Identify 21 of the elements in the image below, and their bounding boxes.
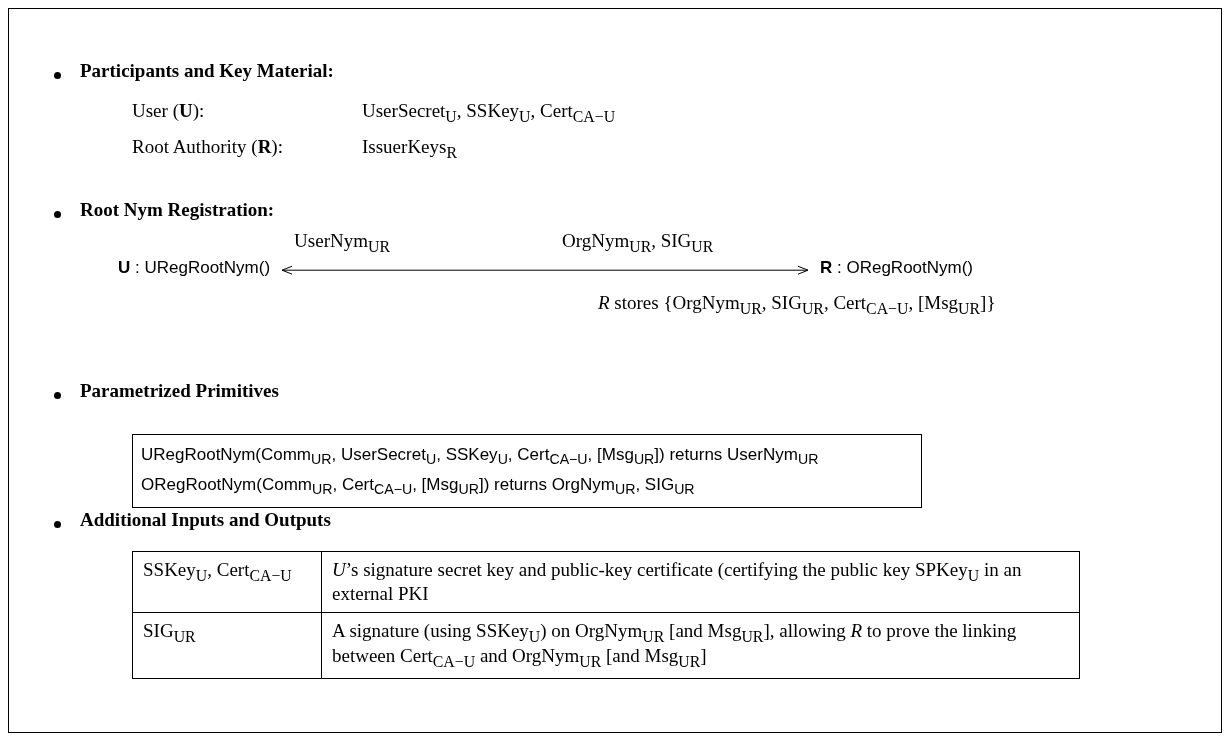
participant-label: Root Authority (R): (132, 136, 283, 159)
participant-label: User (U): (132, 100, 205, 123)
edge-label: UserNym$_{UR}$ (294, 230, 390, 257)
section-heading: Parametrized Primitives (80, 380, 279, 403)
table-description-cell: A signature (using SSKey$_{U}$) on OrgNym$_{UR}$ [and Msg$_{UR}$], allowing R to prove the linking between Cert$_{CA−U}$ and OrgNym$_{UR}$ [and Msg$_{UR}$] (321, 612, 1080, 679)
primitive-signature: ORegRootNym(Comm$_{UR}$, Cert$_{CA−U}$, [Msg$_{UR}$]) returns OrgNym$_{UR}$, SIG$_{UR}$ (141, 474, 696, 500)
key-material-text: UserSecret$_{U}$, SSKey$_{U}$, Cert$_{CA−U}$ (362, 100, 616, 127)
message-label: OrgNym$_{UR}$, SIG$_{UR}$ (562, 230, 714, 257)
party-label: U : URegRootNym() (118, 258, 271, 279)
primitives-box (132, 434, 922, 509)
key-material-text: IssuerKeys$_{R}$ (362, 136, 457, 163)
double-arrow (281, 265, 809, 275)
section-heading: Root Nym Registration: (80, 199, 275, 222)
section-heading: Participants and Key Material: (80, 60, 334, 83)
table-key-cell: SIG$_{UR}$ (132, 612, 322, 679)
storage-note: R stores {OrgNym$_{UR}$, SIG$_{UR}$, Cert$_{CA−U}$, [Msg$_{UR}$]} (598, 292, 996, 319)
party-label: R : ORegRootNym() (820, 258, 974, 279)
table-description-cell: U’s signature secret key and public-key certificate (certifying the public key SPKey$_{U}$ in an external PKI (321, 551, 1080, 613)
section-heading: Additional Inputs and Outputs (80, 509, 331, 532)
table-key-cell: SSKey$_{U}$, Cert$_{CA−U}$ (132, 551, 322, 613)
primitive-signature: URegRootNym(Comm$_{UR}$, UserSecret$_{U}$, SSKey$_{U}$, Cert$_{CA−U}$, [Msg$_{UR}$]) returns UserNym$_{UR}$ (141, 444, 820, 470)
